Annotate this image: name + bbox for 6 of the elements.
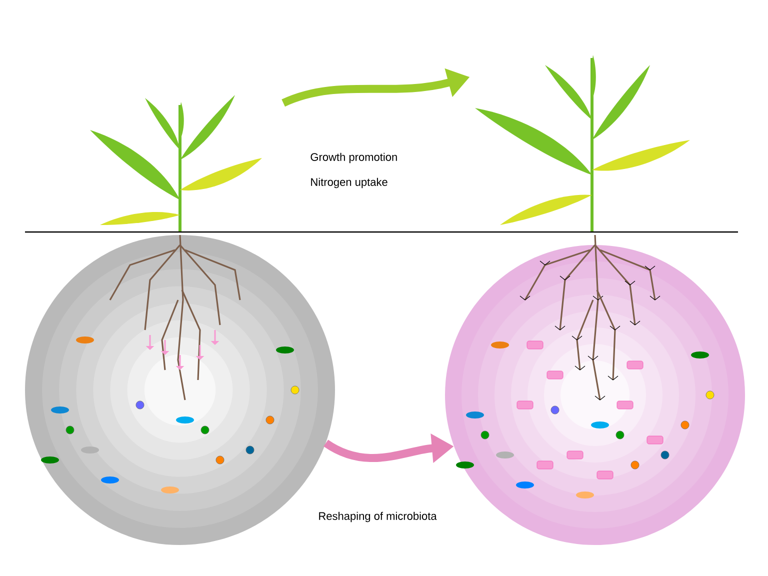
plant-drawing — [475, 55, 690, 232]
annotation-text: Reshaping of microbiota — [319, 512, 437, 522]
soil-drawing — [445, 234, 745, 545]
plant-drawing — [90, 95, 262, 232]
annotation-text: Growth promotion — [310, 152, 397, 164]
annotation-text: Nitrogen uptake — [311, 178, 388, 188]
